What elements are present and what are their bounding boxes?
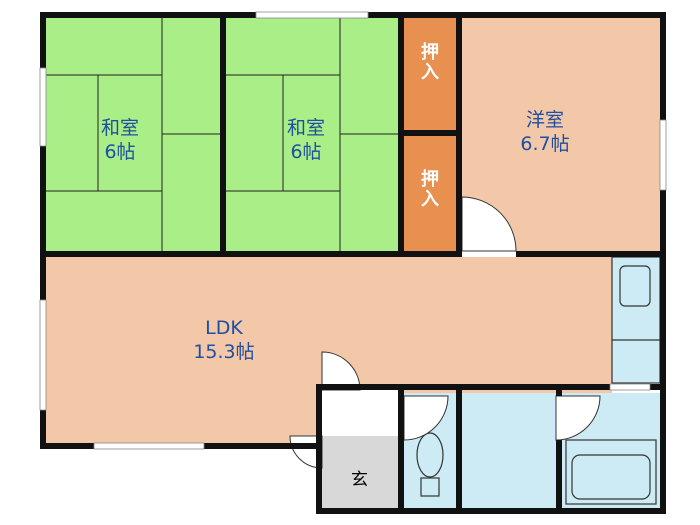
room-name: 和室 <box>286 117 325 139</box>
room-name: 和室 <box>100 117 139 139</box>
closet-label-oshiire-bottom: 押 入 <box>421 169 439 210</box>
room-label-ldk: LDK 15.3帖 <box>182 316 266 364</box>
entrance-floor <box>322 436 398 508</box>
toilet-fixture <box>416 432 444 497</box>
windows <box>39 11 667 450</box>
room-size: 6.7帖 <box>520 133 570 155</box>
ldk-floor-extension <box>46 383 318 443</box>
room-label-washitsu-right: 和室 6帖 <box>282 116 330 164</box>
closet-label-oshiire-top: 押 入 <box>421 42 439 83</box>
oshiire-bottom-floor <box>404 136 456 251</box>
room-name: 洋室 <box>525 109 564 131</box>
room-label-washitsu-left: 和室 6帖 <box>96 116 144 164</box>
tatami-lines <box>46 18 398 251</box>
hall-floor <box>322 390 398 436</box>
room-name: LDK <box>205 317 243 339</box>
entrance-label: 玄 <box>351 470 368 490</box>
bath-fixture <box>565 439 657 505</box>
washroom-floor <box>462 393 556 508</box>
room-label-youshitsu: 洋室 6.7帖 <box>510 108 580 156</box>
room-size: 15.3帖 <box>193 341 255 363</box>
oshiire-top-floor <box>404 18 456 130</box>
kitchen-sink <box>619 265 651 307</box>
door-swings <box>289 196 601 469</box>
kitchen-fixtures <box>611 256 661 384</box>
room-size: 6帖 <box>290 141 322 163</box>
room-size: 6帖 <box>104 141 136 163</box>
